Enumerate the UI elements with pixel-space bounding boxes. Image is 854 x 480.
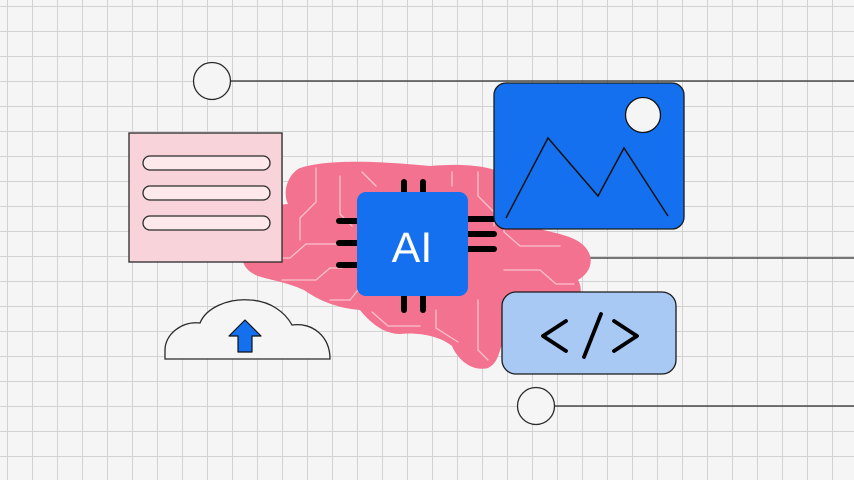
code-icon bbox=[501, 291, 677, 375]
mountain-icon bbox=[505, 136, 669, 219]
chip-body bbox=[357, 192, 468, 296]
chip-pins bbox=[336, 179, 497, 313]
code-card bbox=[501, 291, 677, 375]
ai-chip-icon: AI bbox=[336, 179, 497, 313]
document-icon bbox=[128, 132, 283, 263]
connector-top bbox=[192, 61, 854, 101]
document-lines bbox=[142, 155, 271, 231]
connector-node-bottom bbox=[516, 386, 556, 426]
chip-label: AI bbox=[392, 224, 433, 272]
code-symbol bbox=[541, 312, 639, 359]
connector-bottom bbox=[516, 386, 854, 426]
connector-node-top bbox=[192, 61, 232, 101]
cloud-upload-icon bbox=[164, 299, 331, 360]
image-icon bbox=[493, 82, 685, 230]
upload-arrow-icon bbox=[228, 319, 262, 353]
sun-icon bbox=[624, 96, 662, 134]
